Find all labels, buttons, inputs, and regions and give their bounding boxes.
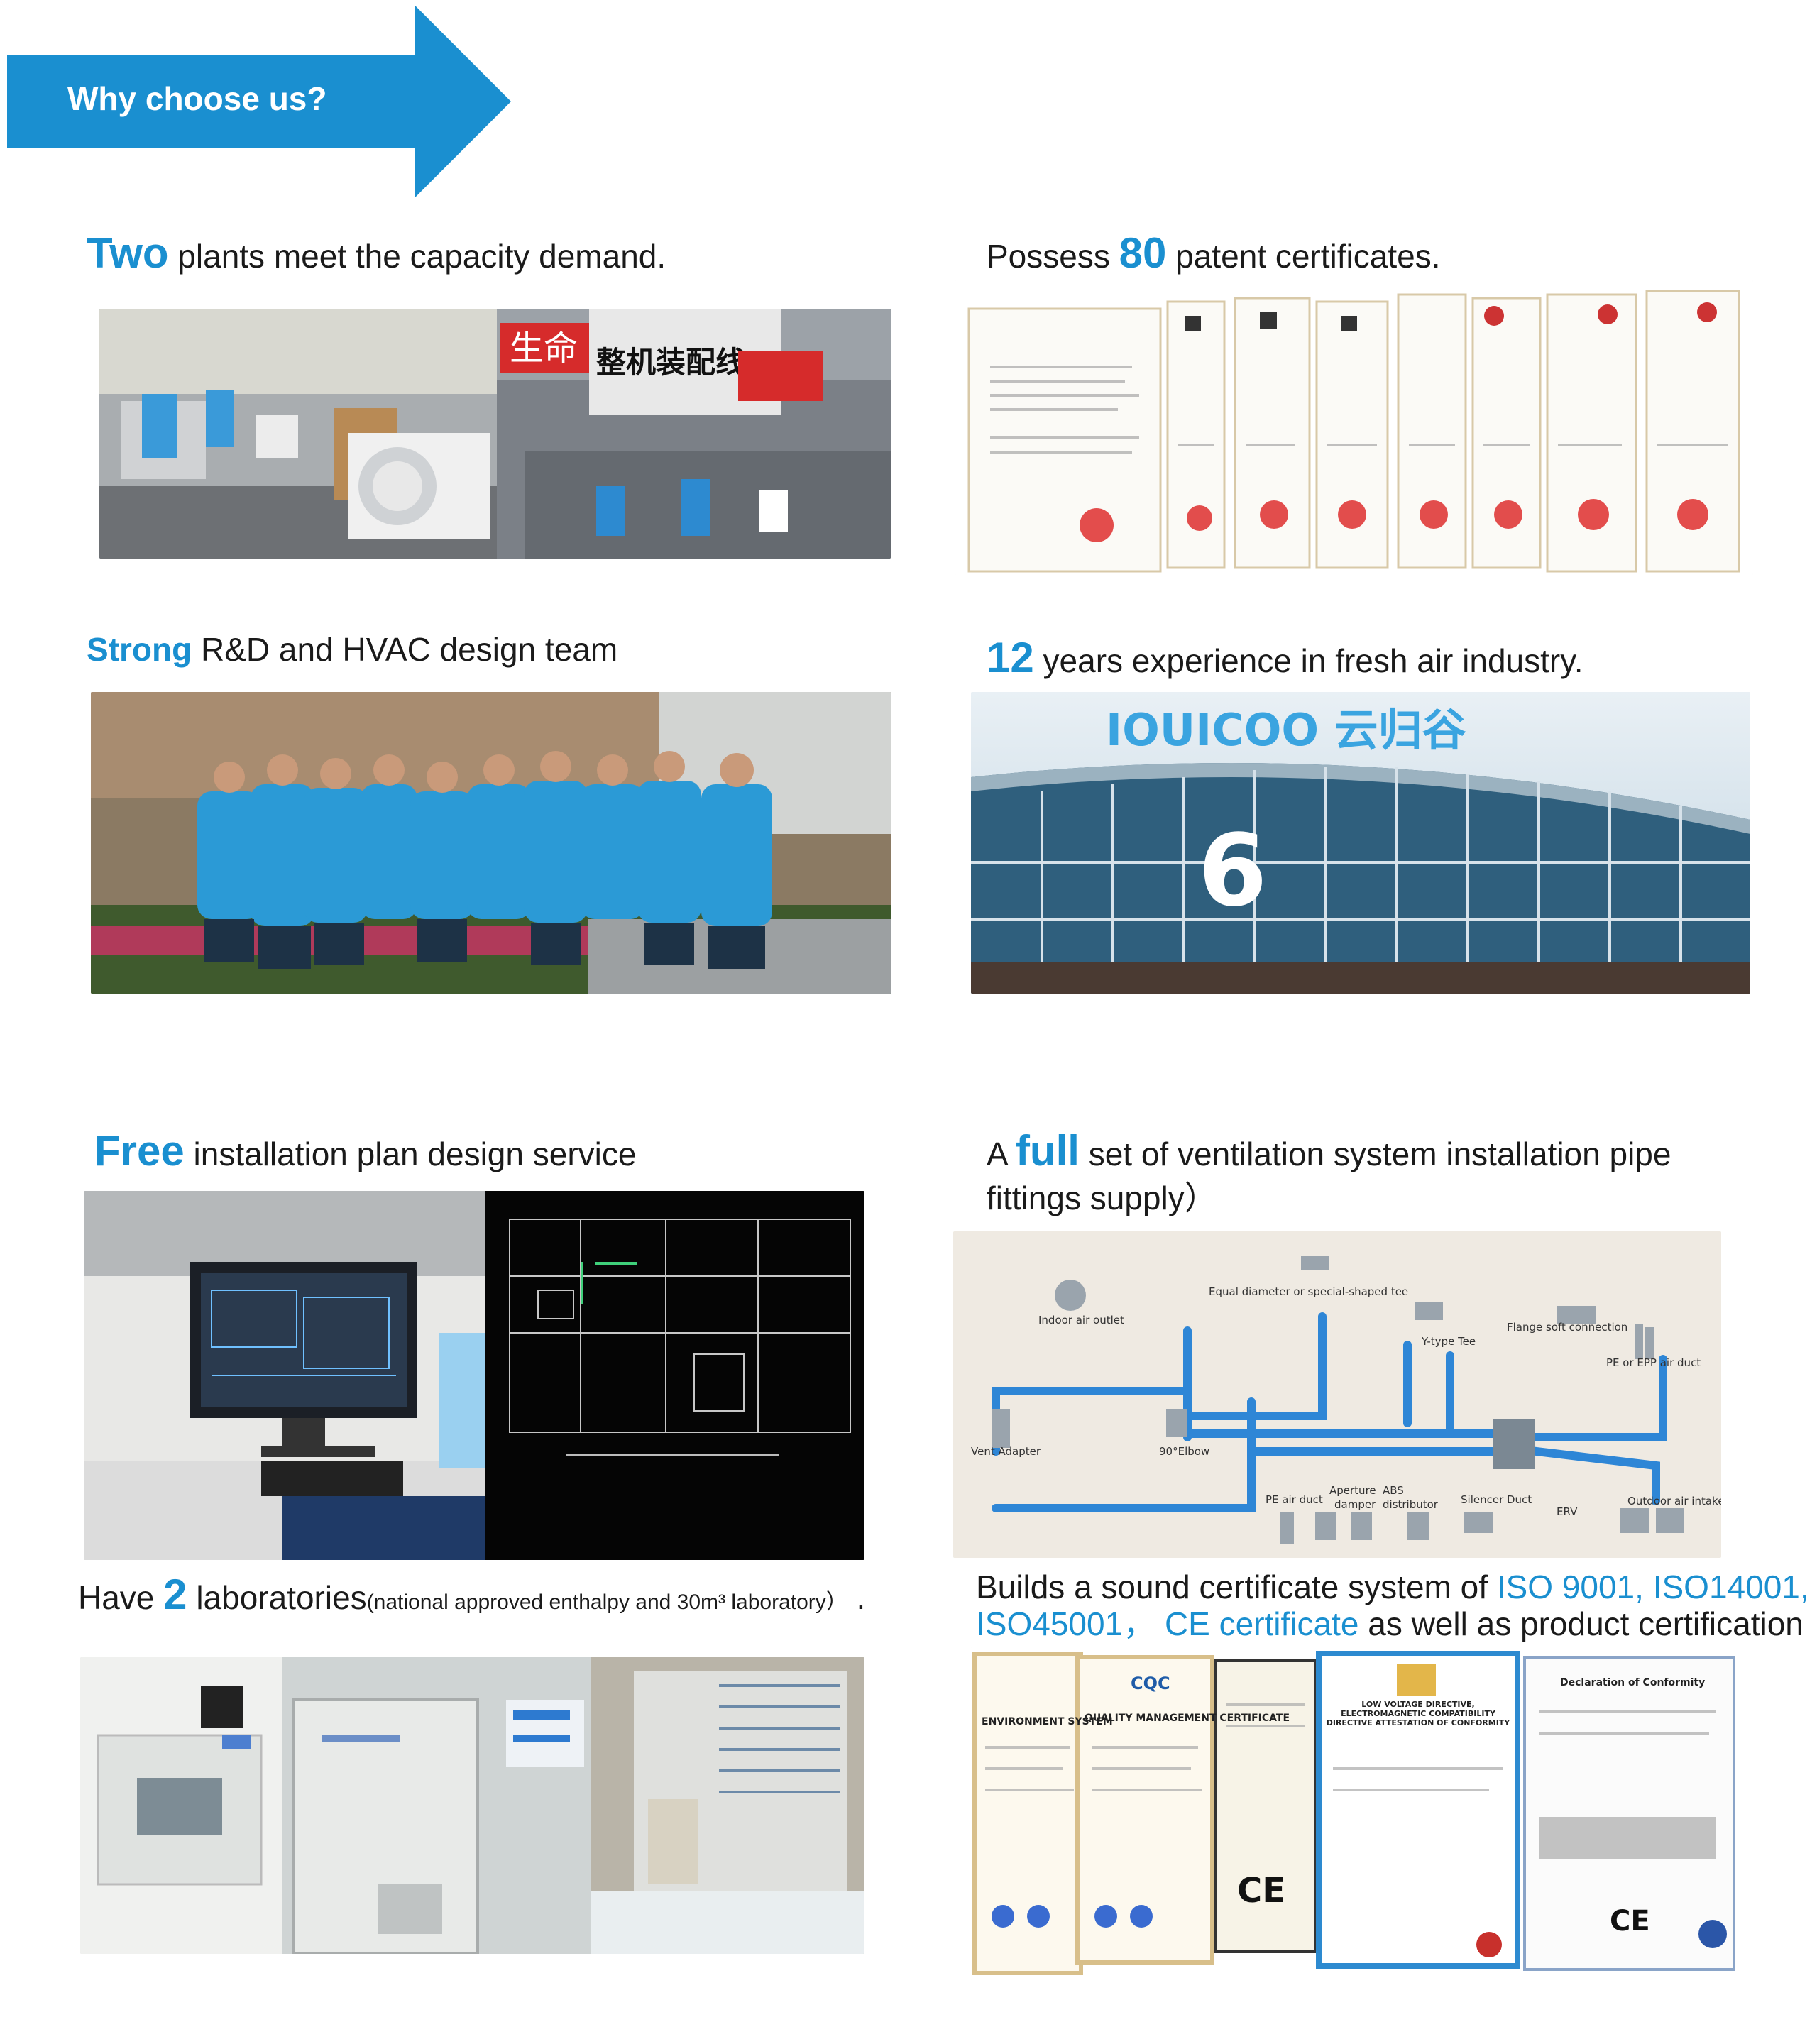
label-erv: ERV [1557, 1505, 1578, 1518]
team-text: R&D and HVAC design team [192, 631, 618, 668]
labs-text: laboratories [187, 1579, 367, 1616]
team-heading: Strong R&D and HVAC design team [87, 630, 617, 669]
banner-title: Why choose us? [67, 80, 327, 117]
fittings-heading-line2: fittings supply） [987, 1180, 1217, 1216]
patents-prefix: Possess [987, 238, 1119, 275]
building-sign: IOUICOO 云归谷 [1106, 704, 1466, 756]
pipe-fittings-diagram: Indoor air outlet Equal diameter or spec… [953, 1231, 1721, 1558]
cert-quality-title: QUALITY MANAGEMENT CERTIFICATE [1085, 1713, 1290, 1724]
cert-cqc-logo: CQC [1131, 1674, 1170, 1693]
patent-certificates-photo [955, 280, 1753, 575]
certs-heading-line1: Builds a sound certificate system of ISO… [976, 1567, 1809, 1607]
plants-heading: Two plants meet the capacity demand. [87, 227, 666, 279]
labs-tail: . [847, 1579, 866, 1616]
label-aperture: Aperture [1329, 1484, 1376, 1497]
certs-iso-line1: ISO 9001, ISO14001, [1496, 1568, 1809, 1605]
label-flange: Flange soft connection [1507, 1321, 1627, 1334]
label-silencer: Silencer Duct [1461, 1493, 1532, 1506]
patents-emphasis: 80 [1119, 229, 1167, 277]
label-damper: damper [1334, 1498, 1376, 1511]
label-y-tee: Y-type Tee [1421, 1335, 1476, 1348]
patents-heading: Possess 80 patent certificates. [987, 227, 1440, 279]
factory-assembly-photo: 生命 把梦 整机装配线 [99, 309, 891, 559]
certs-prefix: Builds a sound certificate system of [976, 1568, 1497, 1605]
experience-heading: 12 years experience in fresh air industr… [987, 632, 1583, 683]
team-emphasis: Strong [87, 631, 192, 668]
cert-udem-title: LOW VOLTAGE DIRECTIVE, ELECTROMAGNETIC C… [1326, 1700, 1510, 1727]
label-elbow: 90°Elbow [1159, 1445, 1209, 1458]
design-workstation-photo [84, 1191, 864, 1560]
cert-ce-mark-1: CE [1237, 1871, 1285, 1911]
certs-iso-line2: ISO45001， CE certificate [976, 1605, 1359, 1642]
experience-emphasis: 12 [987, 634, 1034, 681]
fittings-text: set of ventilation system installation p… [1079, 1136, 1671, 1172]
why-choose-us-banner [7, 6, 511, 197]
plants-emphasis: Two [87, 229, 169, 277]
building-number: 6 [1198, 813, 1267, 929]
labs-heading: Have 2 laboratories(national approved en… [78, 1568, 865, 1620]
quality-certificates-photo: ENVIRONMENT SYSTEM QUALITY MANAGEMENT CE… [971, 1647, 1735, 1980]
label-vent-adapter: Vent Adapter [971, 1445, 1041, 1458]
headquarters-building-photo: IOUICOO 云归谷 6 [971, 692, 1750, 994]
certs-heading-line2: ISO45001， CE certificate as well as prod… [976, 1604, 1804, 1644]
label-indoor-outlet: Indoor air outlet [1038, 1314, 1124, 1326]
label-pe-epp: PE or EPP air duct [1606, 1356, 1701, 1369]
free-text: installation plan design service [184, 1136, 637, 1172]
fittings-emphasis: full [1015, 1127, 1080, 1175]
cert-ce-mark-2: CE [1610, 1905, 1650, 1938]
label-pe-duct: PE air duct [1266, 1493, 1323, 1506]
label-tee: Equal diameter or special-shaped tee [1209, 1285, 1408, 1298]
cert-doc-title: Declaration of Conformity [1560, 1677, 1705, 1688]
laboratories-photo [80, 1657, 864, 1954]
certs-rest: as well as product certification [1358, 1605, 1804, 1642]
cert-env-title: ENVIRONMENT SYSTEM [982, 1716, 1113, 1727]
free-heading: Free installation plan design service [94, 1125, 636, 1177]
free-emphasis: Free [94, 1127, 185, 1175]
experience-text: years experience in fresh air industry. [1033, 642, 1583, 679]
labs-emphasis: 2 [163, 1571, 187, 1618]
label-distributor: distributor [1383, 1498, 1439, 1511]
label-abs: ABS [1383, 1484, 1404, 1497]
label-outdoor: Outdoor air intake [1627, 1495, 1721, 1507]
patents-text: patent certificates. [1166, 238, 1441, 275]
plants-text: plants meet the capacity demand. [168, 238, 666, 275]
fittings-heading: A full set of ventilation system install… [987, 1125, 1671, 1177]
factory-banner-right: 整机装配线 [596, 345, 745, 380]
labs-note: (national approved enthalpy and 30m³ lab… [366, 1590, 847, 1614]
fittings-prefix: A [987, 1136, 1016, 1172]
labs-prefix: Have [78, 1579, 164, 1616]
team-group-photo [91, 692, 891, 994]
